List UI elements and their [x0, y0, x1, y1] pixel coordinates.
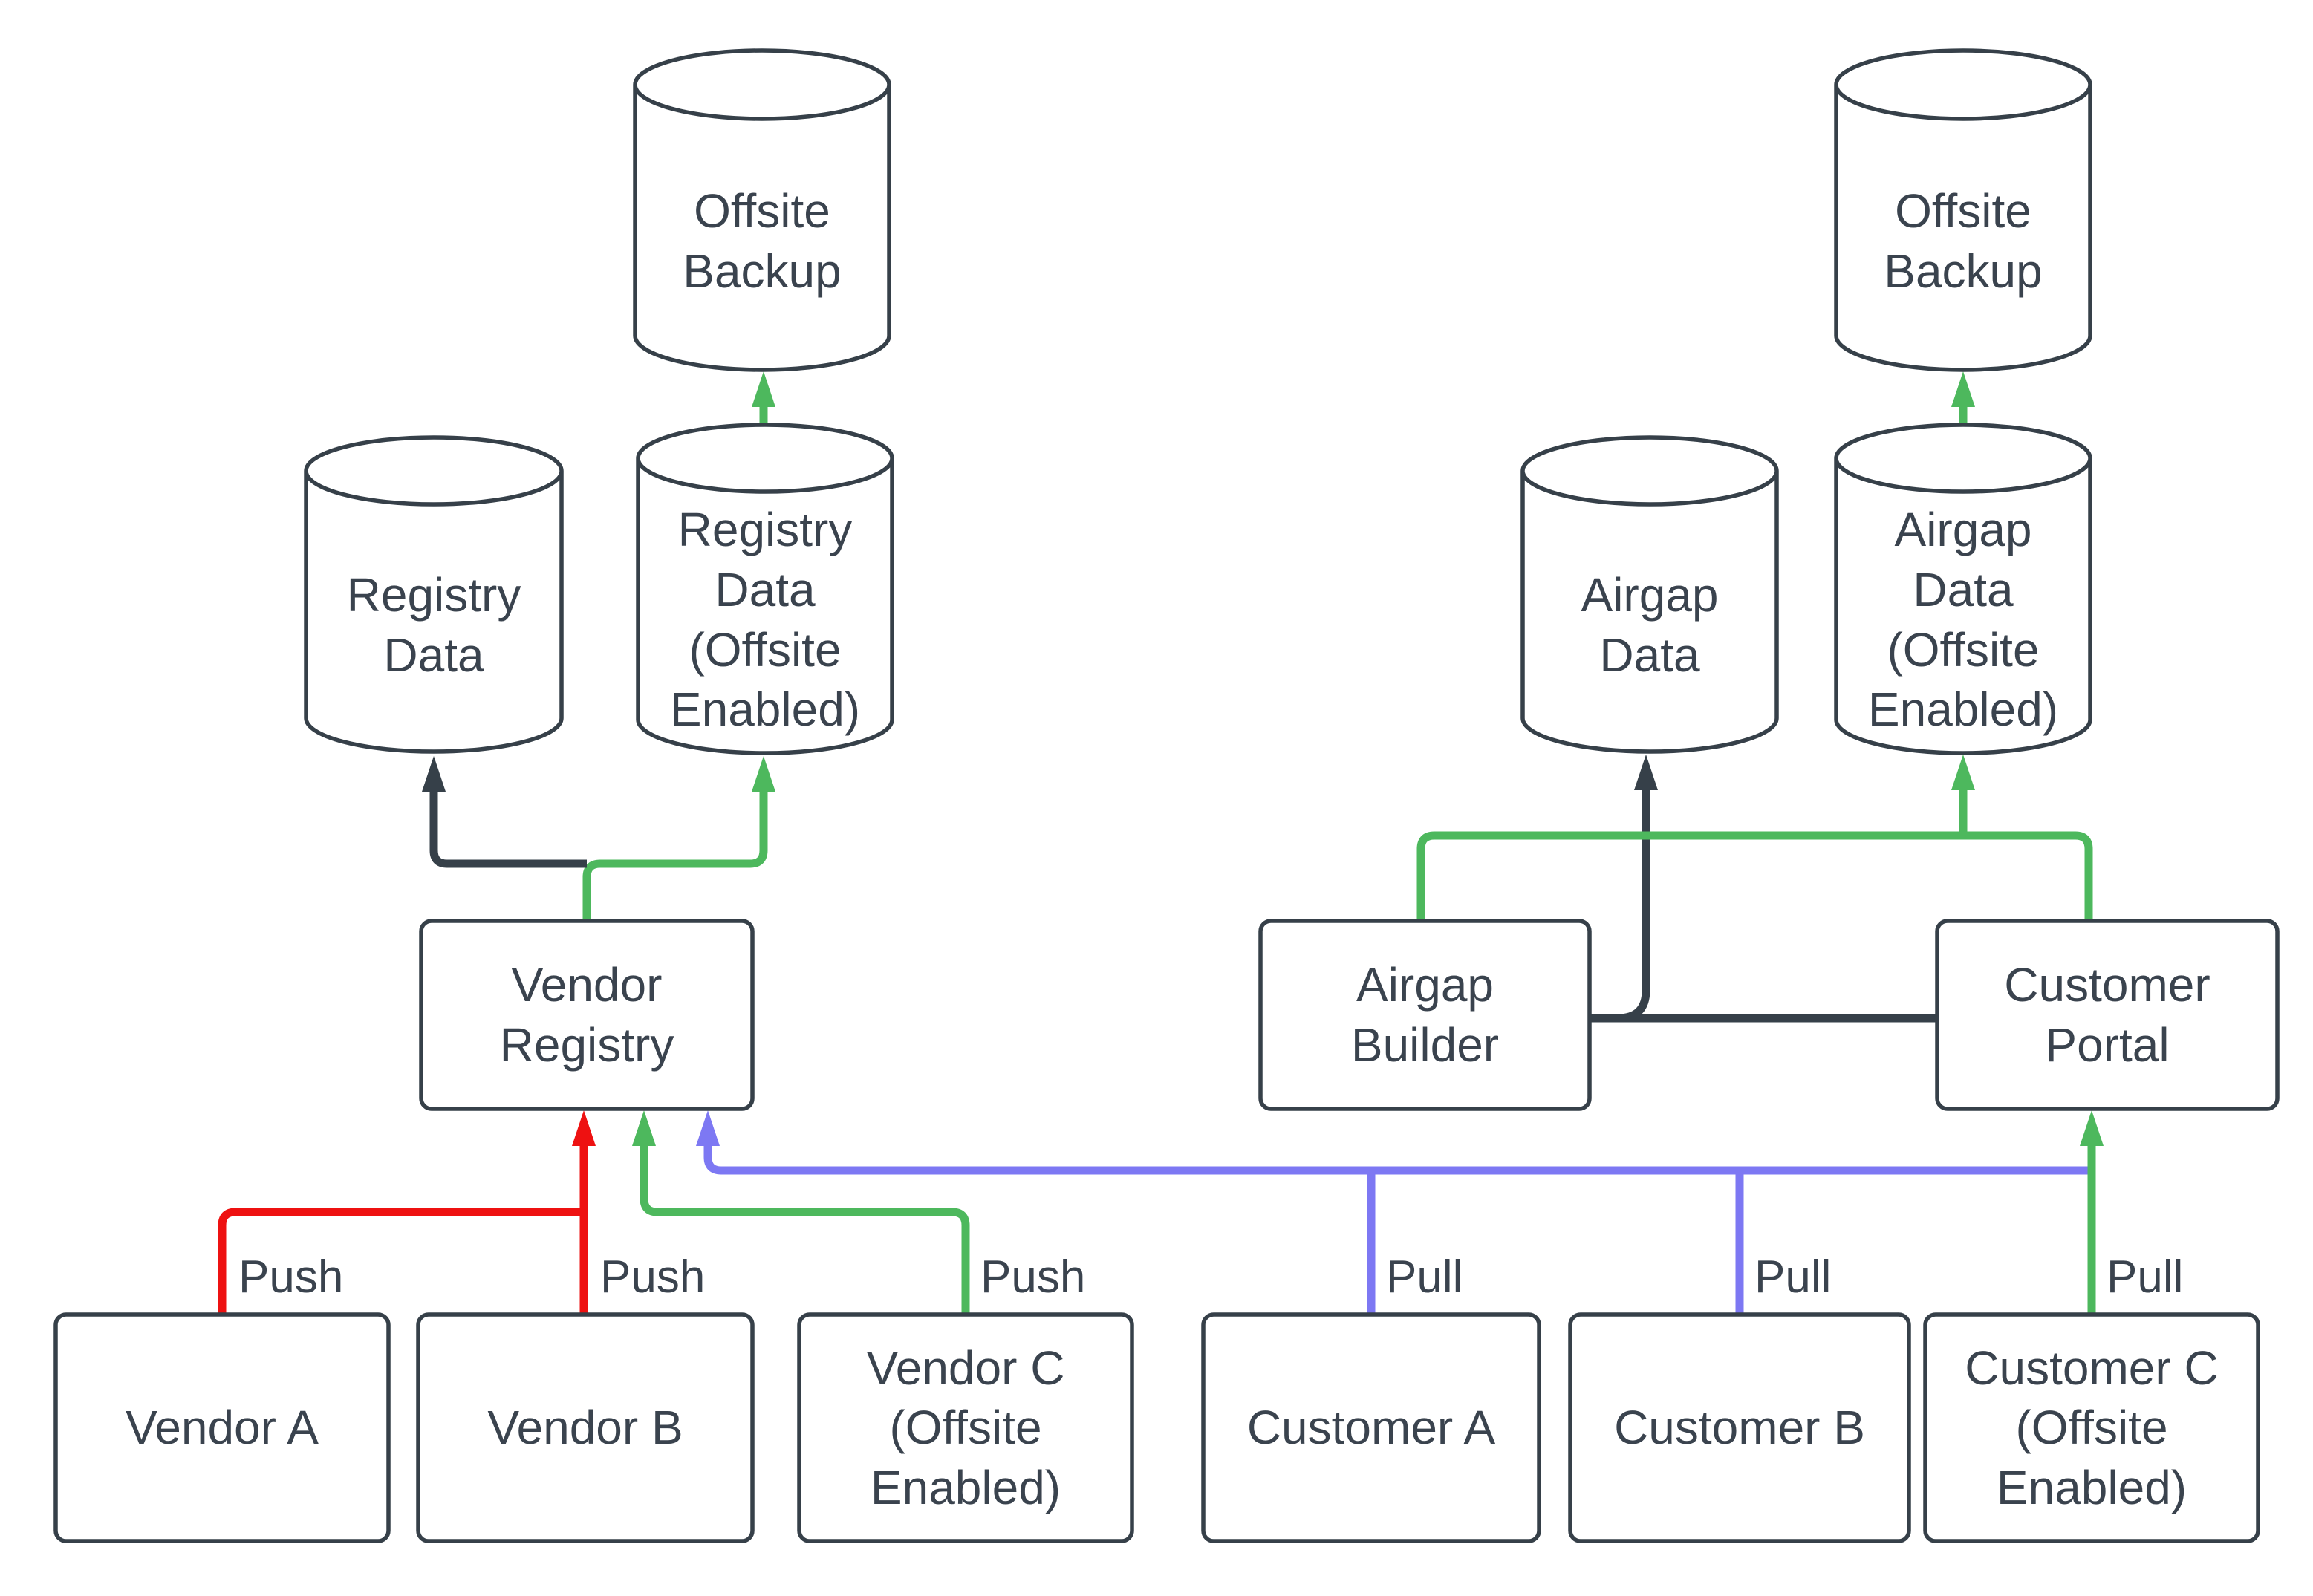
vendor-c-box: [797, 1312, 1134, 1543]
customer-a-label: Customer A: [1246, 1401, 1496, 1455]
edge-vendor-registry-to-registry-data: [429, 792, 587, 868]
airgap-data-offsite-label: Airgap Data (Offsite Enabled): [1867, 503, 2059, 737]
arrowhead-registry-data: [422, 756, 446, 792]
edge-to-airgap-data: [1617, 790, 1650, 1023]
customer-b-box: [1568, 1312, 1911, 1543]
airgap-builder-box: [1258, 919, 1592, 1111]
arrowhead-offsite-backup-right: [1951, 371, 1975, 407]
edge-customer-pull-trunk: [703, 1146, 2089, 1175]
customer-a-box: [1201, 1312, 1541, 1543]
vendor-b-box: [416, 1312, 755, 1543]
airgap-builder-label: Airgap Builder: [1350, 957, 1500, 1072]
offsite-backup-right-label: Offsite Backup: [1884, 184, 2043, 298]
arrowhead-customer-portal-green: [2080, 1110, 2104, 1146]
arrowhead-vendor-registry-red: [572, 1110, 596, 1146]
vendor-a-label: Vendor A: [126, 1401, 319, 1455]
customer-c-label: Customer C (Offsite Enabled): [1965, 1341, 2219, 1514]
pull-label-customer-c: Pull: [2104, 1251, 2187, 1303]
push-label-vendor-a: Push: [235, 1251, 347, 1303]
pull-label-customer-a: Pull: [1383, 1251, 1466, 1303]
edge-vendor-c-push: [640, 1146, 970, 1315]
edges: [218, 371, 2104, 1315]
edge-builder-portal-green: [1416, 831, 2093, 921]
vendor-registry-label: Vendor Registry: [499, 957, 674, 1072]
registry-data-offsite-cylinder: [636, 423, 894, 755]
push-label-vendor-b: Push: [597, 1251, 709, 1303]
customer-portal-box: [1935, 919, 2280, 1111]
vendor-registry-box: [419, 919, 755, 1111]
arrowhead-vendor-registry-blue: [696, 1110, 720, 1146]
customer-c-box: [1923, 1312, 2260, 1543]
registry-data-label: Registry Data: [346, 568, 521, 682]
edge-vendor-a-push: [218, 1208, 584, 1315]
customer-b-label: Customer B: [1614, 1401, 1865, 1455]
arrowhead-airgap-data: [1634, 755, 1658, 790]
registry-data-offsite-label: Registry Data (Offsite Enabled): [669, 503, 861, 737]
vendor-c-label: Vendor C (Offsite Enabled): [866, 1341, 1065, 1514]
arrowhead-airgap-data-offsite: [1951, 755, 1975, 790]
arrowhead-vendor-registry-green: [632, 1110, 656, 1146]
arrowhead-registry-data-offsite: [752, 756, 775, 792]
customer-portal-label: Customer Portal: [2004, 957, 2210, 1072]
airgap-data-cylinder: [1520, 435, 1779, 754]
offsite-backup-right-cylinder: [1834, 48, 2092, 372]
edge-vendor-registry-to-registry-data-offsite: [582, 792, 768, 921]
push-label-vendor-c: Push: [977, 1251, 1089, 1303]
vendor-b-label: Vendor B: [487, 1401, 683, 1455]
arrowhead-offsite-backup-left: [752, 371, 775, 407]
offsite-backup-left-label: Offsite Backup: [683, 184, 842, 298]
nodes: [53, 48, 2280, 1543]
vendor-a-box: [53, 1312, 391, 1543]
offsite-backup-left-cylinder: [633, 48, 891, 372]
registry-data-cylinder: [304, 435, 564, 754]
pull-label-customer-b: Pull: [1751, 1251, 1835, 1303]
airgap-data-offsite-cylinder: [1834, 423, 2092, 755]
airgap-data-label: Airgap Data: [1581, 568, 1719, 682]
